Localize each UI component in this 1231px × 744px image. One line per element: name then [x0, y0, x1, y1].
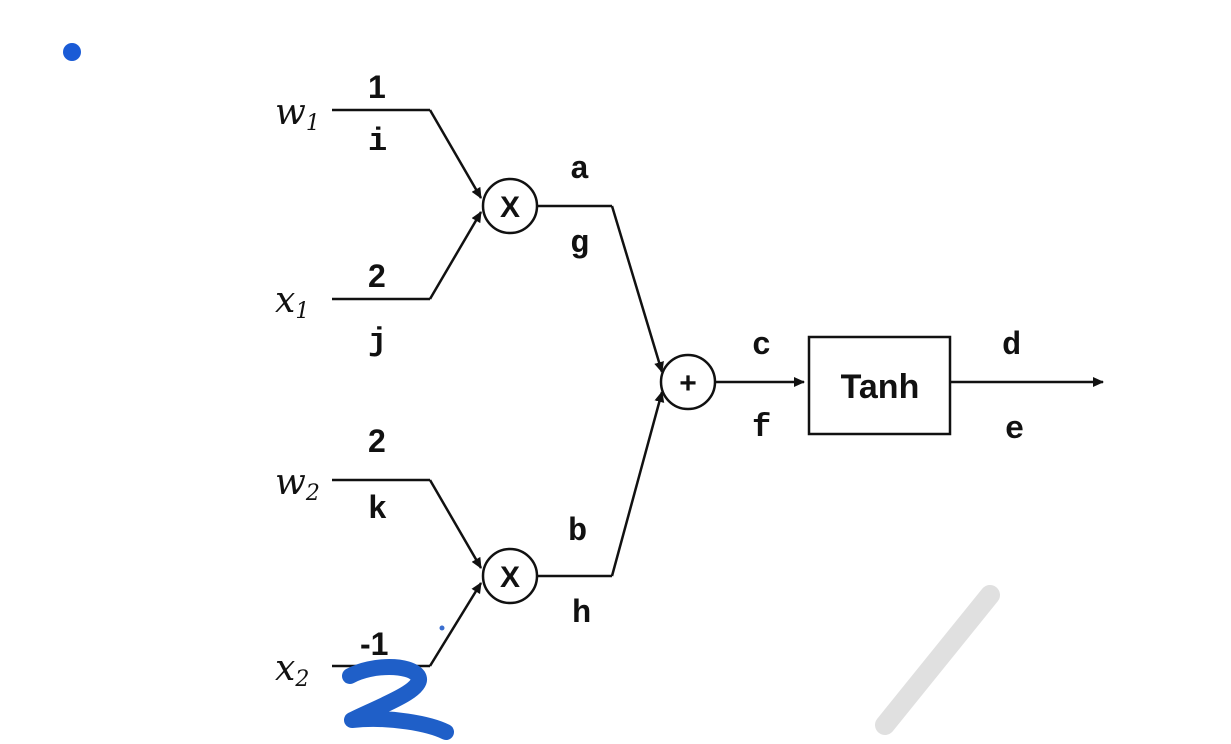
input-w2: w2 2 k — [275, 423, 430, 528]
x2-forward-value: -1 — [360, 626, 388, 662]
mul-bottom-to-add-arrow — [610, 391, 665, 577]
x1-to-mul-arrow — [428, 211, 483, 300]
w1-forward-value: 1 — [368, 69, 386, 105]
d-label: d — [1002, 327, 1021, 364]
x2-to-mul-arrow — [428, 582, 483, 667]
h-label: h — [572, 595, 591, 632]
a-label: a — [570, 151, 589, 188]
input-x1: x1 2 j — [275, 258, 430, 360]
mul-top-to-add-arrow — [610, 205, 664, 373]
handwritten-x2-grad — [342, 659, 454, 740]
w2-forward-value: 2 — [368, 423, 386, 459]
mul-node-bottom: X — [481, 547, 539, 605]
mul-node-top: X — [481, 177, 539, 235]
tanh-box: Tanh — [807, 335, 952, 436]
w1-to-mul-arrow — [428, 109, 483, 199]
g-label: g — [570, 225, 589, 262]
small-blue-dot — [439, 625, 445, 631]
e-label: e — [1005, 411, 1024, 448]
c-label: c — [752, 327, 771, 364]
mul-bottom-symbol: X — [500, 561, 520, 594]
mul-top-symbol: X — [500, 191, 520, 224]
x1-label: x1 — [275, 280, 309, 324]
w2-label: w2 — [275, 462, 320, 506]
b-label: b — [568, 513, 587, 550]
x1-grad-label: j — [368, 323, 387, 360]
x2-label: x2 — [275, 648, 309, 692]
w1-grad-label: i — [368, 123, 387, 160]
bullet-dot — [63, 43, 81, 61]
tanh-label: Tanh — [841, 368, 920, 406]
x1-forward-value: 2 — [368, 258, 386, 294]
w1-label: w1 — [275, 92, 320, 136]
f-label: f — [752, 409, 771, 446]
add-node: + — [659, 353, 717, 411]
w2-to-mul-arrow — [428, 479, 483, 569]
add-symbol: + — [679, 367, 697, 400]
input-w1: w1 1 i — [275, 69, 430, 160]
w2-grad-label: k — [368, 491, 387, 528]
gray-pen-stroke — [875, 585, 1000, 735]
